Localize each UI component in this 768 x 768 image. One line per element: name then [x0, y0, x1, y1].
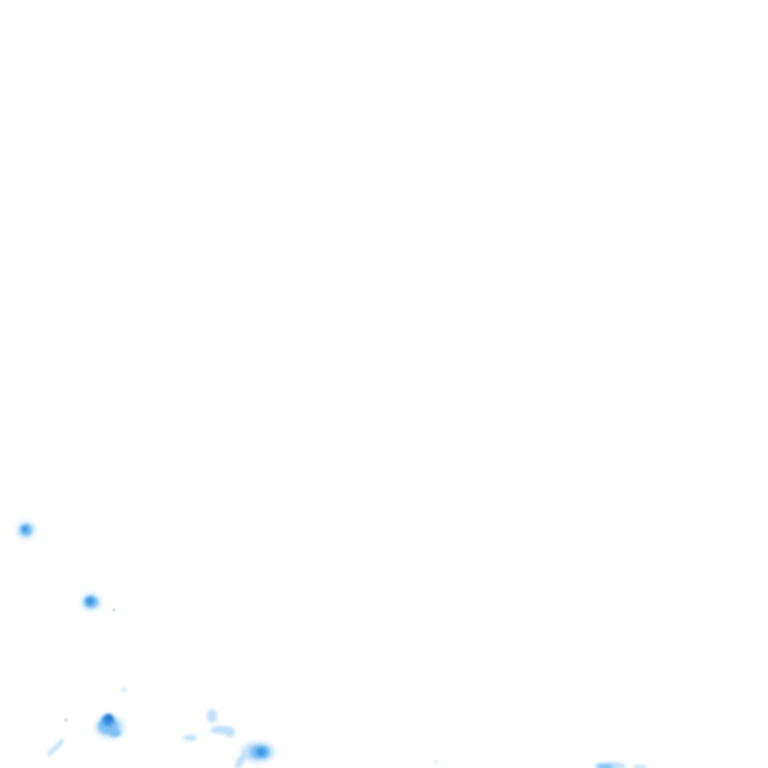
echo-west-mid	[82, 594, 116, 612]
echo-south-cell	[234, 742, 438, 768]
echo-south-cluster	[183, 709, 235, 741]
echo-southwest-cell	[96, 688, 126, 738]
echo-southeast-band	[594, 762, 647, 768]
echo-west-small	[17, 522, 35, 538]
echo-southwest-fringe	[46, 718, 68, 756]
